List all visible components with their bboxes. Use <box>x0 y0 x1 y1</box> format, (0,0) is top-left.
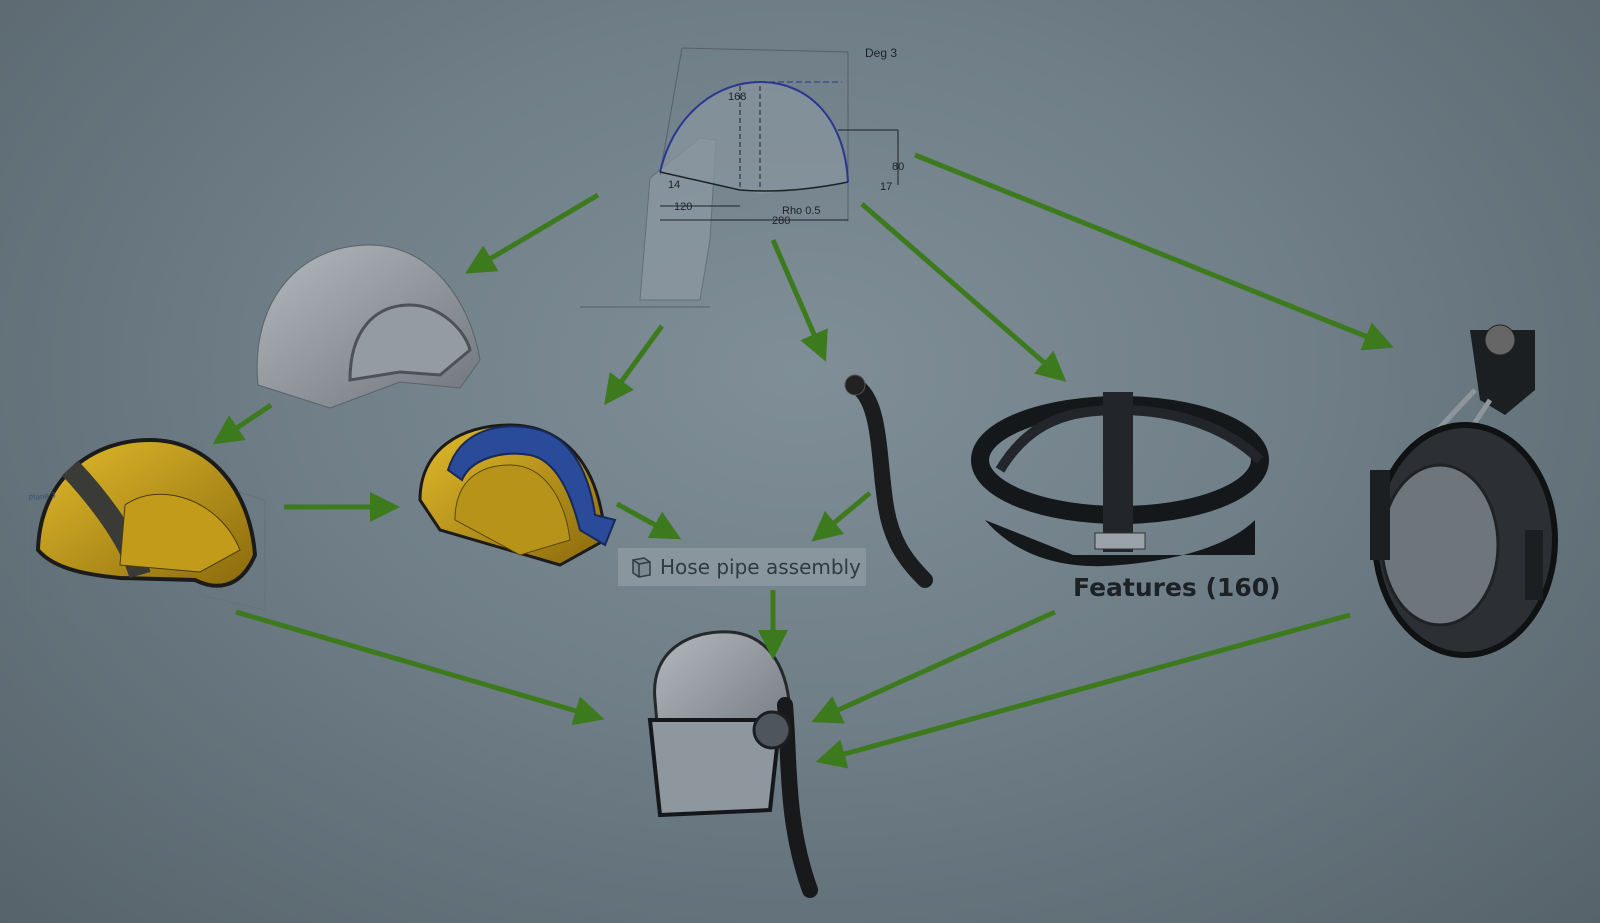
arrow <box>604 324 665 406</box>
arrow <box>465 192 600 274</box>
arrow <box>770 239 828 362</box>
dim-280: 280 <box>772 215 790 227</box>
assembly-label: Hose pipe assembly <box>660 555 861 579</box>
dim-17: 17 <box>880 181 892 193</box>
arrow <box>860 202 1067 382</box>
arrow <box>212 402 273 445</box>
arrow <box>235 609 605 726</box>
dim-80: 80 <box>892 161 904 173</box>
arrow <box>811 609 1057 724</box>
arrow <box>815 612 1351 769</box>
flow-arrows <box>212 152 1394 769</box>
profile-sketch: 168 80 120 280 Rho 0.5 14 17 <box>580 47 904 308</box>
helmet-visor-frame <box>418 423 617 567</box>
dim-168: 168 <box>728 91 746 103</box>
dim-120: 120 <box>674 201 692 213</box>
assembly-tooltip: Hose pipe assembly <box>618 548 866 586</box>
head-harness <box>971 392 1269 567</box>
dim-14: 14 <box>668 179 680 191</box>
dim-rho: Rho 0.5 <box>782 205 821 217</box>
ear-muff <box>1370 324 1558 658</box>
arrow <box>811 491 872 542</box>
helmet-shell-yellow <box>27 437 266 641</box>
helmet-shell-surface <box>256 244 481 409</box>
part-cube-icon <box>632 557 651 578</box>
features-count: Features (160) <box>1073 573 1281 602</box>
arrow <box>914 152 1394 351</box>
degree-label: Deg 3 <box>865 46 898 60</box>
final-helmet-assembly <box>647 630 818 898</box>
arrow <box>615 501 682 540</box>
hose-pipe <box>844 374 933 588</box>
